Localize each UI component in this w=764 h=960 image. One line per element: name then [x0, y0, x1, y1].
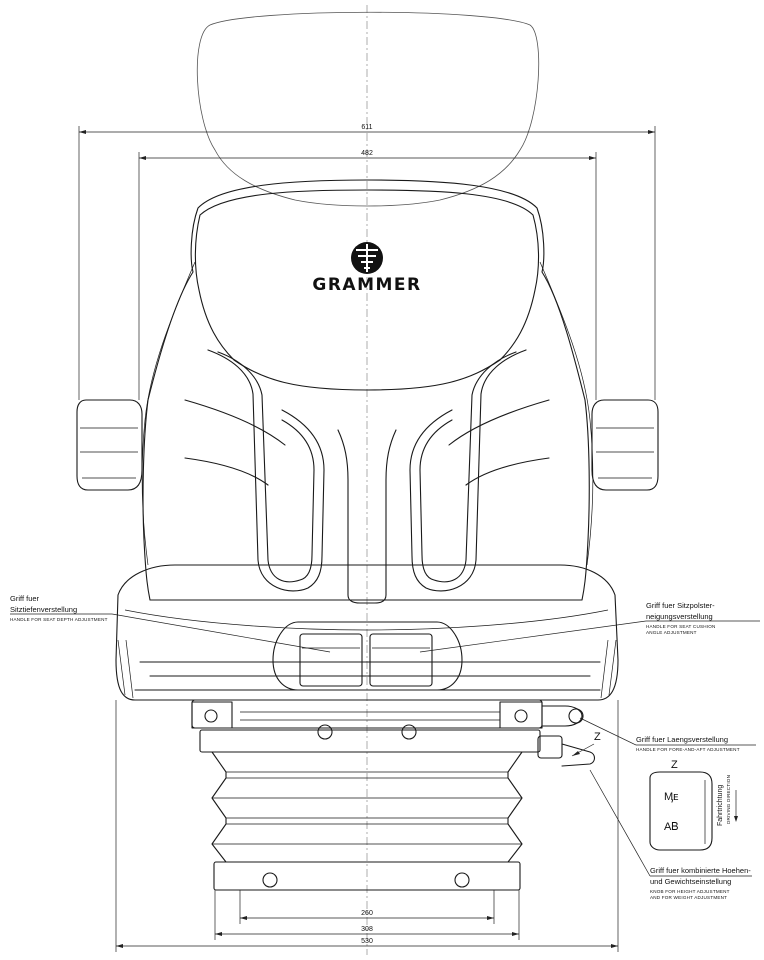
detail-z-direction-de: Fahrtrichtung	[717, 785, 724, 826]
seat-front-edge	[134, 661, 601, 691]
headrest-outline	[196, 11, 540, 207]
callout-cushion-angle-en1: HANDLE FOR SEAT CUSHION	[646, 624, 716, 629]
dimension-611-label: 611	[361, 124, 372, 131]
dimension-482-label: 482	[361, 150, 373, 157]
fore-aft-handle	[541, 705, 584, 727]
dimension-308-label: 308	[361, 926, 373, 933]
callout-fore-aft-en: HANDLE FOR FORE-AND-AFT ADJUSTMENT	[636, 747, 740, 752]
detail-z-title: Z	[671, 759, 678, 771]
callout-fore-aft-line1: Griff fuer Laengsverstellung	[636, 735, 728, 744]
dimension-611: 611	[78, 124, 656, 400]
dimension-260: 260	[239, 890, 495, 924]
detail-z: Z Ӎᴇ ΑᏴ Fahrtrichtung DRIVING DIRECTION	[649, 759, 738, 851]
detail-z-direction-en: DRIVING DIRECTION	[726, 775, 731, 824]
backrest-left-bolster	[141, 261, 196, 566]
callout-seat-depth-en: HANDLE FOR SEAT DEPTH ADJUSTMENT	[10, 617, 108, 622]
backrest-right-bolster	[539, 261, 594, 566]
callout-seat-depth-line2: Sitztiefenverstellung	[10, 605, 77, 614]
grammer-logo: GRAMMER	[312, 242, 421, 295]
backrest-stitching	[184, 349, 550, 604]
callout-cushion-angle-line2: neigungsverstellung	[646, 612, 713, 621]
right-armrest	[591, 399, 659, 491]
backrest-outline	[142, 179, 590, 601]
callout-cushion-angle-line1: Griff fuer Sitzpolster-	[646, 601, 715, 610]
seat-cushion-front	[124, 609, 609, 631]
dimension-308: 308	[214, 890, 520, 940]
brand-name: GRAMMER	[312, 275, 421, 295]
dimension-530-label: 530	[361, 938, 373, 945]
callout-fore-aft: Griff fuer Laengsverstellung HANDLE FOR …	[579, 717, 756, 752]
dimension-530: 530	[115, 700, 619, 952]
callout-seat-depth: Griff fuer Sitztiefenverstellung HANDLE …	[10, 594, 331, 653]
callout-height-weight-line1: Griff fuer kombinierte Hoehen-	[650, 866, 751, 875]
seat-side-right	[600, 639, 617, 699]
callout-cushion-angle: Griff fuer Sitzpolster- neigungsverstell…	[419, 601, 760, 653]
dimension-482: 482	[138, 150, 597, 400]
direction-arrow-icon	[734, 816, 738, 822]
view-z-marker-label: Z	[594, 731, 601, 743]
detail-z-symbol-bottom: ΑᏴ	[664, 821, 679, 833]
detail-z-symbol-top: Ӎᴇ	[664, 791, 679, 803]
base-plate	[213, 861, 521, 891]
backrest-upper-panel	[194, 189, 540, 391]
view-z-marker: Z	[571, 731, 601, 757]
callout-height-weight-en2: AND FOR WEIGHT ADJUSTMENT	[650, 895, 727, 900]
seat-side-left	[117, 639, 134, 699]
callout-seat-depth-line1: Griff fuer	[10, 594, 40, 603]
seat-handles	[272, 621, 463, 691]
left-armrest	[76, 399, 143, 491]
dimension-260-label: 260	[361, 910, 373, 917]
height-knob	[537, 735, 596, 767]
callout-height-weight-en1: KNOB FOR HEIGHT ADJUSTMENT	[650, 889, 730, 894]
callout-height-weight: Griff fuer kombinierte Hoehen- und Gewic…	[589, 769, 752, 900]
callout-height-weight-line2: und Gewichtseinstellung	[650, 877, 731, 886]
callout-cushion-angle-en2: ANGLE ADJUSTMENT	[646, 630, 697, 635]
seat-cushion	[115, 564, 619, 701]
